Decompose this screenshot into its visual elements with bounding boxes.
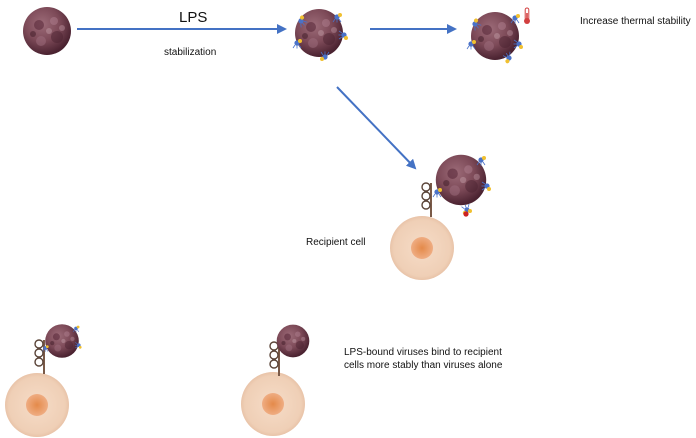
receptor-icon bbox=[269, 341, 280, 377]
receptor-icon bbox=[34, 339, 45, 375]
thermal-stability-label: Increase thermal stability bbox=[580, 16, 691, 27]
recipient-cell-icon bbox=[241, 372, 305, 436]
lps-red-marker bbox=[463, 209, 472, 217]
recipient-cell-icon bbox=[5, 373, 69, 437]
thermometer-icon bbox=[524, 7, 530, 24]
cell-bound-lps-virus bbox=[432, 154, 492, 217]
arrow-to-cell bbox=[336, 86, 417, 170]
recipient-cell-label: Recipient cell bbox=[306, 237, 366, 248]
recipient-cell-icon bbox=[390, 216, 454, 280]
binding-caption: LPS-bound viruses bind to recipient cell… bbox=[344, 347, 503, 371]
receptor-icon bbox=[421, 182, 432, 218]
virus-alone-bottom bbox=[276, 324, 310, 358]
lps-label: LPS bbox=[179, 9, 208, 26]
stabilization-label: stabilization bbox=[164, 47, 217, 58]
lps-bound-virus-bottom-left bbox=[42, 324, 82, 358]
lps-bound-virus bbox=[292, 9, 349, 62]
thermal-stable-virus bbox=[466, 12, 524, 65]
virus-particle-icon bbox=[23, 7, 71, 55]
